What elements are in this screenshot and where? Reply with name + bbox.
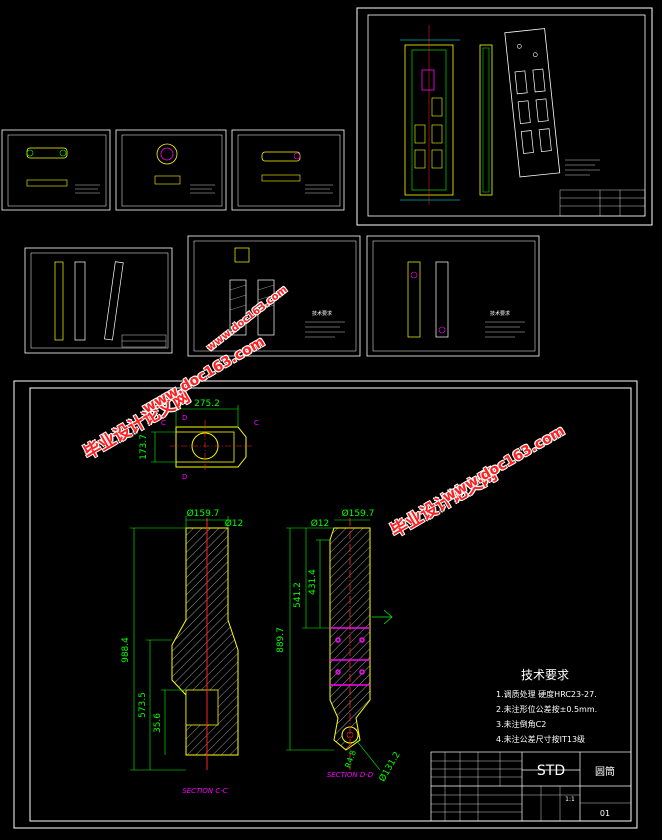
c-small-dim: 35.6 — [153, 713, 163, 733]
tech-req-item: 1.调质处理 硬度HRC23-27. — [496, 689, 597, 699]
sheet-thumb-2 — [115, 129, 227, 211]
d-c-dim: Ø131.2 — [377, 750, 403, 784]
sheet-thumb-3 — [231, 129, 345, 211]
sec-d-label-bottom: D — [182, 473, 187, 481]
top-width-dim: 275.2 — [194, 399, 220, 409]
d-r-dim: R4.8 — [343, 749, 358, 769]
c-diam-dim: Ø159.7 — [187, 508, 220, 519]
sheet-thumb-assembly — [356, 7, 653, 226]
title-block — [430, 751, 632, 822]
d-a-dim: 541.2 — [293, 582, 303, 608]
sheet-thumb-1 — [1, 129, 111, 211]
tech-req-item: 3.未注倒角C2 — [496, 719, 546, 729]
top-height-dim: 173.7 — [139, 434, 149, 460]
sheet-thumb-5: 技术要求 — [187, 235, 361, 357]
tech-req-title: 技术要求 — [521, 668, 569, 682]
thumb-tech-title: 技术要求 — [312, 310, 332, 317]
d-diam-dim: Ø159.7 — [342, 508, 375, 519]
c-hole-dim: Ø12 — [225, 518, 244, 529]
section-d-label: SECTION D-D — [327, 771, 374, 779]
sec-c-label-right: C — [254, 419, 259, 427]
tech-req-item: 4.未注公差尺寸按IT13级 — [496, 734, 585, 744]
sheet-thumb-6: 技术要求 — [366, 235, 540, 357]
title-scale: 1:1 — [565, 796, 575, 803]
c-mid-dim: 573.5 — [138, 692, 148, 718]
section-c-view: Ø159.7 Ø12 988.4 573.5 35.6 SECTION C-C — [121, 508, 243, 795]
d-b-dim: 431.4 — [308, 569, 318, 595]
c-total-dim: 988.4 — [121, 637, 131, 663]
title-std: STD — [537, 763, 565, 779]
d-total-dim: 889.7 — [276, 627, 286, 653]
sec-d-label-top: D — [182, 414, 187, 422]
tech-requirements: 技术要求 1.调质处理 硬度HRC23-27. 2.未注形位公差按±0.5mm.… — [496, 668, 597, 744]
top-view: 275.2 173.7 D D C C — [139, 399, 259, 481]
section-d-view: Ø12 Ø159.7 889.7 541.2 431.4 R4.8 Ø131.2… — [276, 508, 403, 784]
title-drawing-no: 01 — [600, 809, 610, 818]
sheet-thumb-4 — [24, 247, 173, 354]
main-sheet — [13, 380, 638, 829]
sec-c-label-left: C — [161, 419, 166, 427]
title-name: 圆筒 — [595, 765, 615, 778]
section-c-label: SECTION C-C — [182, 787, 227, 795]
thumb-tech-title-2: 技术要求 — [490, 310, 510, 317]
d-hole-dim: Ø12 — [311, 518, 330, 529]
tech-req-item: 2.未注形位公差按±0.5mm. — [496, 704, 597, 714]
